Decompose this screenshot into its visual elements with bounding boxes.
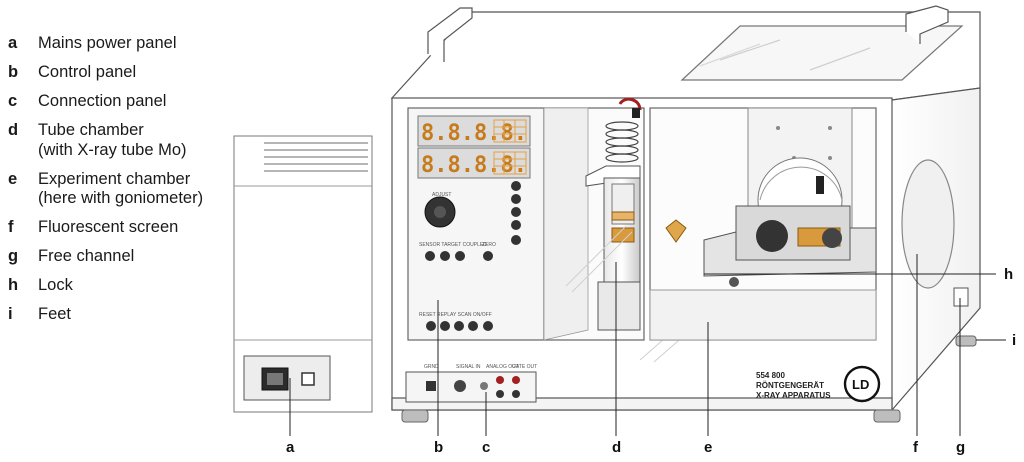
legend-text: Mains power panel [38,34,177,52]
fluorescent-screen [901,159,955,289]
conn-label-a: GRND [424,364,439,370]
mains-power-panel [233,135,373,413]
legend-item-c: c Connection panel [8,92,240,112]
callout-b: b [434,439,443,456]
callout-d: d [612,439,621,456]
legend-text: Tube chamber (with X-ray tube Mo) [38,121,187,159]
sensor-target-buttons[interactable] [425,251,493,261]
callout-c: c [482,439,490,456]
legend-item-h: h Lock [8,276,240,296]
legend-key: c [8,92,18,110]
legend-text: Control panel [38,63,137,81]
legend-key: e [8,169,18,188]
legend-item-f: f Fluorescent screen [8,218,240,238]
tube-chamber [543,97,645,341]
experiment-chamber [639,107,877,363]
legend-item-a: a Mains power panel [8,34,240,54]
legend-text: Connection panel [38,92,167,110]
callout-f: f [913,439,919,456]
callout-a: a [286,439,295,456]
legend-item-b: b Control panel [8,63,240,83]
legend-item-d: d Tube chamber (with X-ray tube Mo) [8,121,240,160]
legend-key: b [8,63,19,81]
legend-text: Fluorescent screen [38,218,179,236]
legend-item-i: i Feet [8,305,240,325]
nameplate-line2: X-RAY APPARATUS [756,391,831,400]
conn-label-d: GATE OUT [512,364,537,370]
keys-label: SENSOR TARGET COUPLED [419,242,487,248]
brand-logo: LD [852,377,869,392]
callout-g: g [956,439,965,456]
control-panel: 8.8.8.8. 8.8.8.8. ADJUST SENSOR TARGET C… [407,107,545,341]
legend-key: h [8,276,19,294]
callout-h: h [1004,266,1013,283]
free-channel [953,287,969,307]
legend-text: Experiment chamber (here with goniometer… [38,169,204,208]
conn-label-b: SIGNAL IN [456,364,481,370]
conn-label-c: ANALOG OUT [486,364,519,370]
callouts: a b c d e f g h i [286,266,1016,456]
nameplate-line1: RÖNTGENGERÄT [756,381,824,390]
legend-key: d [8,121,19,139]
legend-item-g: g Free channel [8,247,240,267]
nameplate: 554 800 RÖNTGENGERÄT X-RAY APPARATUS LD [756,365,881,403]
legend-key: i [8,305,13,323]
nameplate-number: 554 800 [756,371,785,380]
leader-lines [289,254,1006,436]
scan-buttons[interactable] [426,321,493,331]
callout-e: e [704,439,712,456]
knob-label: ADJUST [432,192,451,198]
connection-panel: GRND SIGNAL IN ANALOG OUT GATE OUT [405,364,537,403]
zero-label: ZERO [482,242,496,248]
legend-key: g [8,247,19,265]
legend-item-e: e Experiment chamber (here with goniomete… [8,170,240,209]
legend-key: a [8,34,18,52]
legend-key: f [8,218,14,236]
legend-text: Lock [38,276,73,294]
legend: a Mains power panel b Control panel c Connect… [8,34,240,334]
feet [401,335,977,423]
legend-text: Feet [38,305,72,323]
callout-i: i [1012,332,1016,349]
legend-text: Free channel [38,247,135,265]
mode-buttons[interactable] [511,181,521,245]
lower-row-label: RESET REPLAY SCAN ON/OFF [419,312,492,318]
